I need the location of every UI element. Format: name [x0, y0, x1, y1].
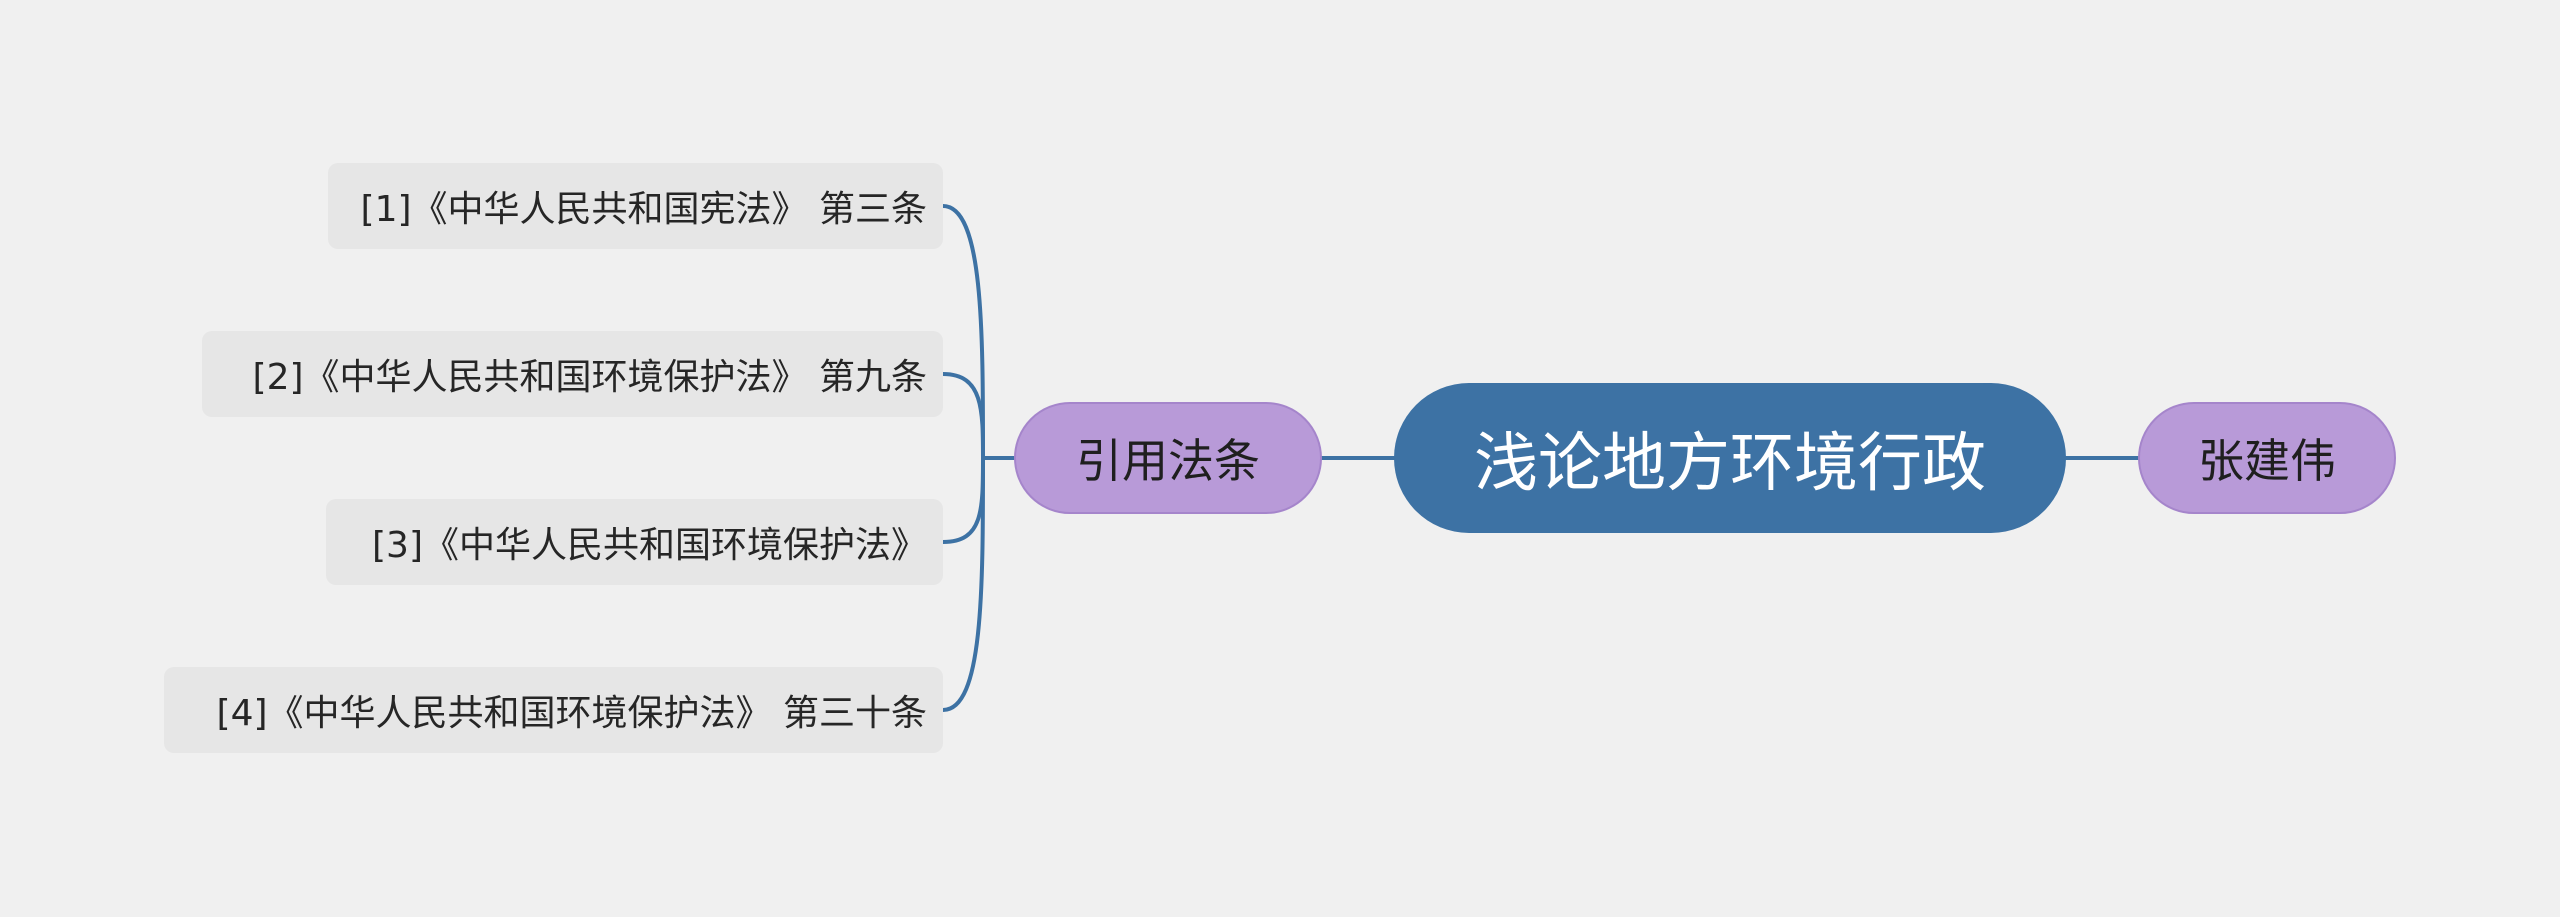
branch-citations[interactable]: 引用法条 — [1014, 402, 1322, 514]
central-topic[interactable]: 浅论地方环境行政 — [1394, 383, 2066, 533]
branch-citations-label: 引用法条 — [1076, 434, 1260, 488]
leaf-citation-4[interactable]: [4]《中华人民共和国环境保护法》 第三十条 — [164, 667, 943, 753]
leaf-citation-1-label: [1]《中华人民共和国宪法》 第三条 — [360, 189, 927, 230]
leaf-citation-1[interactable]: [1]《中华人民共和国宪法》 第三条 — [328, 163, 943, 249]
branch-author[interactable]: 张建伟 — [2138, 402, 2396, 514]
leaf-citation-3-label: [3]《中华人民共和国环境保护法》 — [372, 525, 927, 566]
branch-author-label: 张建伟 — [2198, 434, 2336, 488]
connector-leaf-4 — [941, 456, 985, 712]
leaf-citation-2-label: [2]《中华人民共和国环境保护法》 第九条 — [252, 357, 927, 398]
connector-leaf-3 — [941, 456, 985, 544]
leaf-citation-4-label: [4]《中华人民共和国环境保护法》 第三十条 — [216, 693, 927, 734]
central-topic-label: 浅论地方环境行政 — [1474, 427, 1986, 501]
connector-leaf-1 — [941, 204, 985, 460]
leaf-citation-2[interactable]: [2]《中华人民共和国环境保护法》 第九条 — [202, 331, 943, 417]
connector-leaf-2 — [941, 372, 985, 460]
leaf-citation-3[interactable]: [3]《中华人民共和国环境保护法》 — [326, 499, 943, 585]
